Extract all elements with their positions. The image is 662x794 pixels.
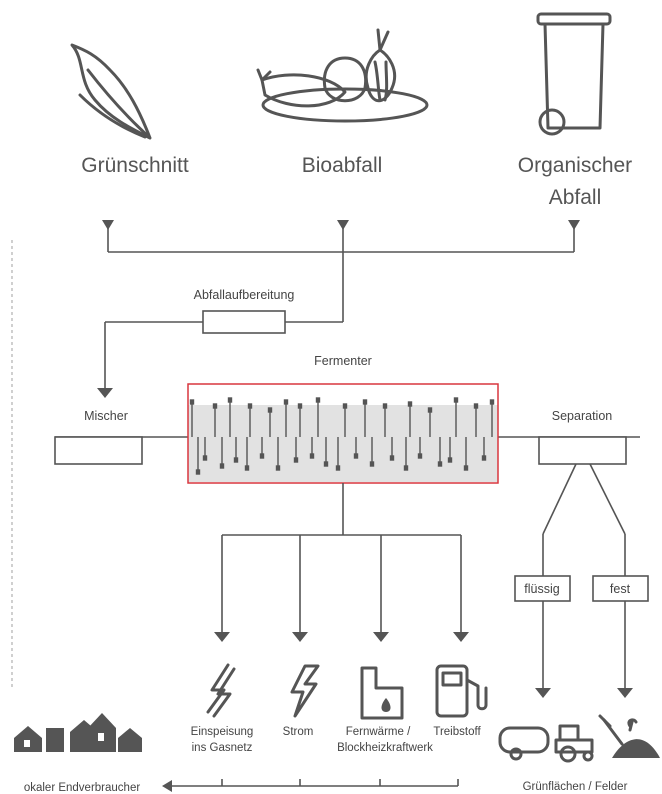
waste-bin-icon bbox=[536, 12, 612, 136]
power-plant-icon bbox=[360, 666, 404, 720]
gas-pipe-icon bbox=[206, 663, 236, 718]
fluessig-box bbox=[514, 575, 571, 602]
output-endverbraucher: okaler Endverbraucher bbox=[24, 782, 141, 794]
output-blockheiz: Blockheizkraftwerk bbox=[337, 742, 433, 754]
output-gruenflaechen: Grünflächen / Felder bbox=[523, 781, 628, 793]
fermenter-label: Fermenter bbox=[314, 354, 372, 368]
fest-box bbox=[592, 575, 649, 602]
fest-label: fest bbox=[610, 582, 631, 596]
vegetable-plate-icon bbox=[256, 28, 429, 123]
output-fernwaerme: Fernwärme / bbox=[346, 726, 411, 738]
input-label-bioabfall: Bioabfall bbox=[302, 154, 383, 177]
output-treibstoff: Treibstoff bbox=[433, 726, 481, 738]
collector-lines bbox=[97, 220, 580, 398]
lightning-icon bbox=[290, 664, 320, 718]
output-einspeisung-2: ins Gasnetz bbox=[192, 742, 253, 754]
fluessig-label: flüssig bbox=[524, 582, 559, 596]
tractor-field-icon bbox=[498, 714, 660, 763]
input-label-organisch-2: Abfall bbox=[549, 186, 602, 209]
village-icon bbox=[14, 713, 142, 752]
fuel-pump-icon bbox=[435, 664, 488, 718]
output-einspeisung-1: Einspeisung bbox=[191, 726, 254, 738]
mischer-label: Mischer bbox=[84, 409, 128, 423]
input-label-gruenschnitt: Grünschnitt bbox=[81, 154, 189, 177]
return-line bbox=[162, 779, 459, 792]
output-distribution-lines bbox=[214, 483, 469, 642]
separation-label: Separation bbox=[552, 409, 613, 423]
separation-branch-lines bbox=[535, 463, 633, 698]
abfallaufbereitung-box bbox=[202, 310, 286, 334]
separation-box bbox=[538, 436, 627, 465]
fermenter-tank bbox=[187, 383, 499, 484]
input-label-organisch-1: Organischer bbox=[518, 154, 632, 177]
abfallaufbereitung-label: Abfallaufbereitung bbox=[194, 288, 295, 302]
mischer-box bbox=[54, 436, 143, 465]
leaf-icon bbox=[70, 43, 152, 140]
output-strom: Strom bbox=[283, 726, 314, 738]
